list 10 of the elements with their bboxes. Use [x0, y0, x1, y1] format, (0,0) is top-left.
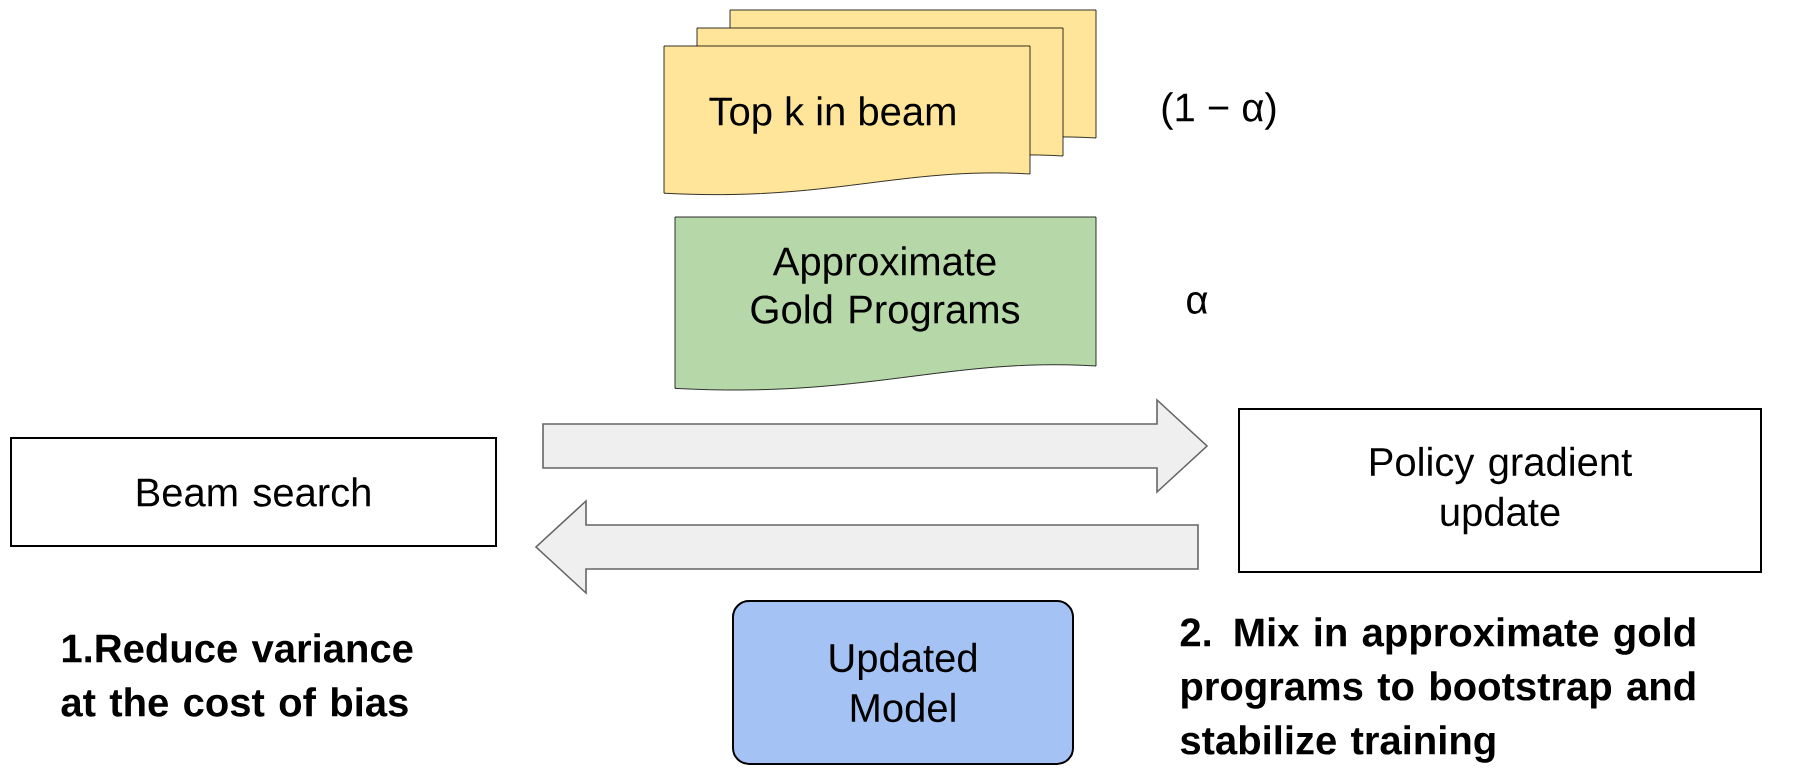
- rounded-box: Updated Model: [732, 600, 1074, 765]
- caption-text: 2. Mix in approximate gold programs to bootstrap and stabilize training: [1180, 617, 1695, 763]
- weight-label: (1 − α): [1162, 92, 1276, 130]
- weight-label: α: [1187, 292, 1208, 314]
- block-arrow: [542, 398, 1209, 494]
- block-arrow: [534, 499, 1199, 595]
- process-box: Policy gradient update: [1238, 408, 1762, 573]
- stacked-documents: Top k in beam: [663, 9, 1097, 195]
- process-box: Beam search: [10, 437, 497, 547]
- caption-text: 1.Reduce variance at the cost of bias: [61, 633, 413, 717]
